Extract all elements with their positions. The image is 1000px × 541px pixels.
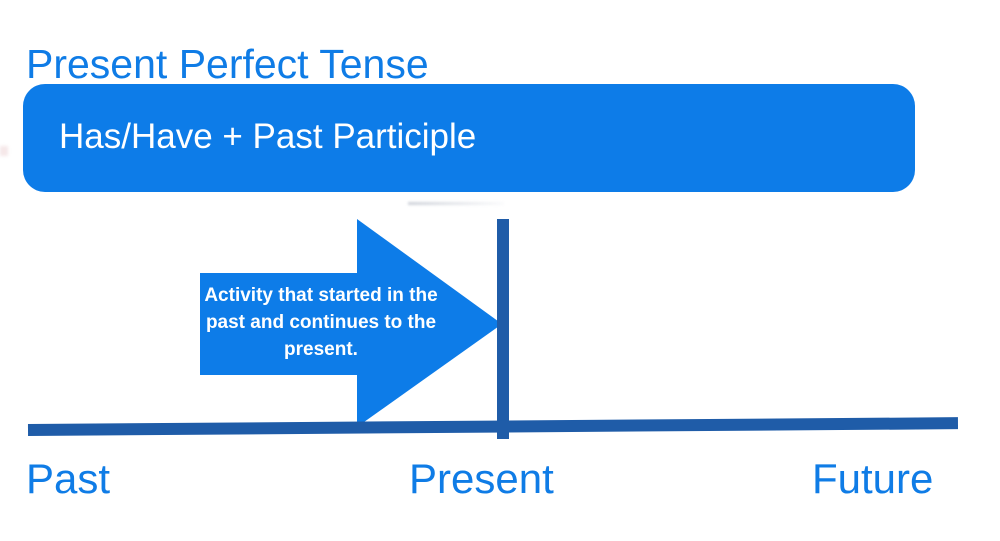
scan-artifact-line: [408, 202, 504, 205]
page-title: Present Perfect Tense: [26, 41, 429, 88]
right-arrow-icon: [200, 219, 502, 427]
formula-banner: Has/Have + Past Participle: [23, 84, 915, 192]
scan-artifact-dot: [0, 146, 8, 156]
timeline-arrow-shape: [200, 219, 502, 427]
timeline-label-future: Future: [812, 455, 934, 502]
timeline-label-present: Present: [409, 455, 554, 502]
timeline-label-past: Past: [26, 455, 111, 502]
timeline-bar: [27, 417, 959, 436]
present-marker-bar: [497, 219, 509, 439]
arrow-description-text: Activity that started in the past and co…: [204, 285, 438, 360]
formula-text: Has/Have + Past Participle: [59, 117, 477, 156]
